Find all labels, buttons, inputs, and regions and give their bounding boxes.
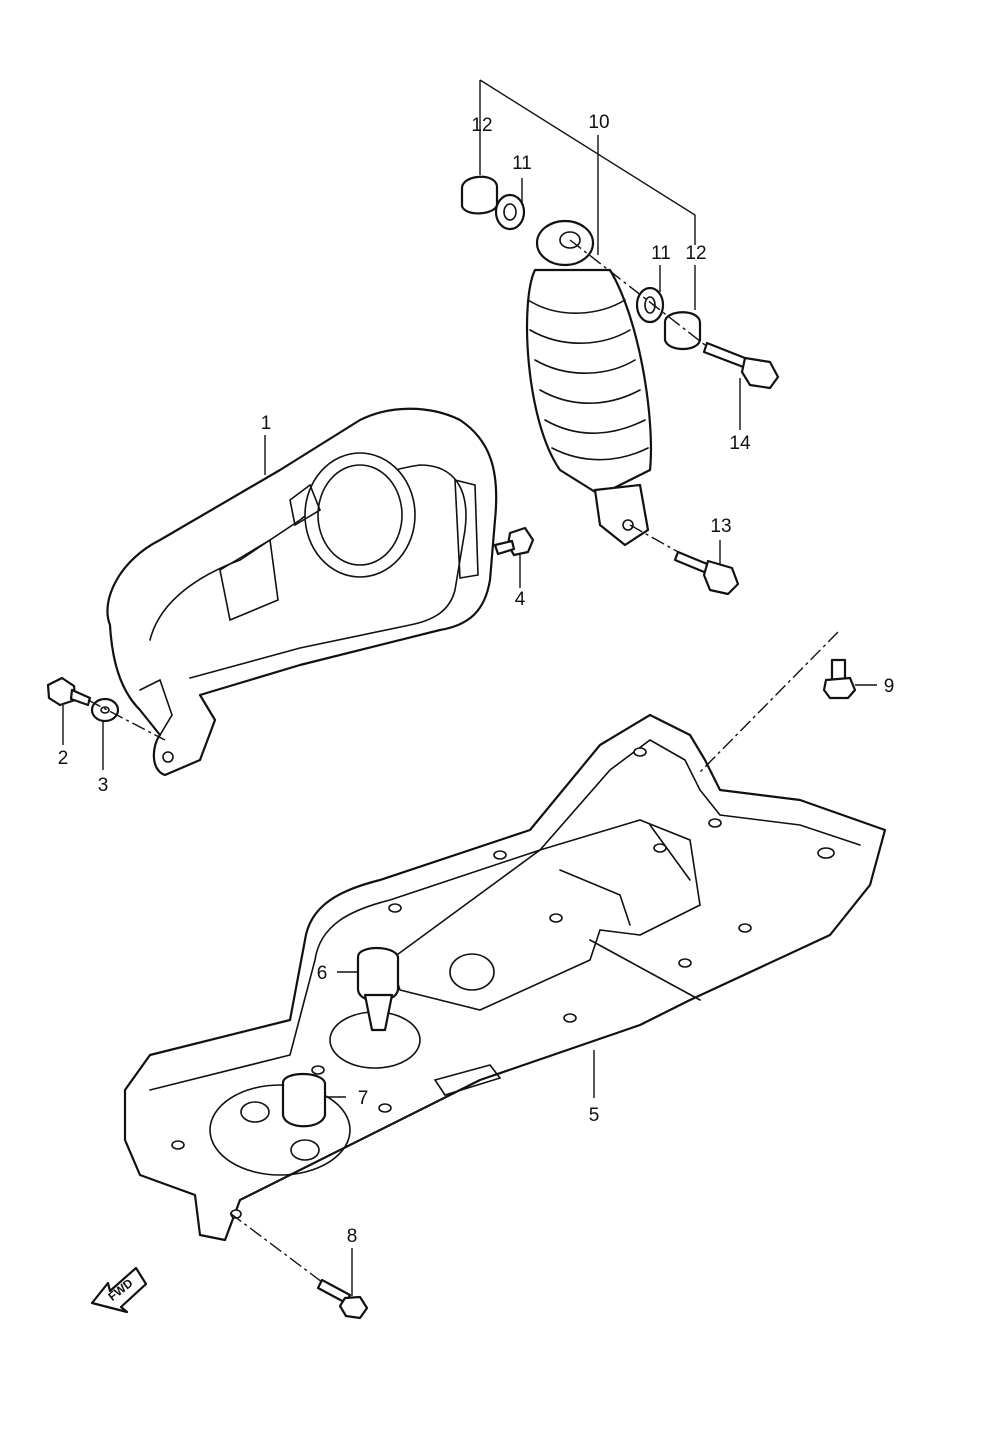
callout-14: 14 — [729, 433, 751, 454]
leader-lines — [62, 79, 877, 1296]
axis-13 — [629, 524, 681, 554]
part-3-washer — [90, 697, 120, 723]
callout-8: 8 — [347, 1226, 358, 1247]
axis-5-9 — [699, 631, 839, 773]
callout-13: 13 — [710, 516, 731, 537]
callout-3: 3 — [98, 775, 109, 796]
callout-12a: 12 — [471, 115, 492, 136]
callout-1: 1 — [261, 413, 272, 434]
axis-1-2-3 — [87, 699, 166, 741]
callout-4: 4 — [515, 589, 526, 610]
part-6-bumper — [356, 946, 400, 1032]
part-13-bolt — [673, 550, 740, 596]
part-10-shock-absorber — [525, 219, 653, 547]
part-9-bolt — [822, 658, 857, 700]
callout-11b: 11 — [651, 243, 671, 264]
callout-12b: 12 — [685, 243, 706, 264]
part-2-bolt — [46, 676, 92, 707]
callout-7: 7 — [358, 1088, 369, 1109]
callout-9: 9 — [884, 676, 895, 697]
part-8-bolt — [316, 1278, 369, 1320]
callout-6: 6 — [317, 963, 328, 984]
part-5-skid-plate — [123, 713, 887, 1242]
part-11-washer-lower — [635, 286, 665, 324]
forward-arrow-icon: FWD — [90, 1266, 148, 1314]
part-12-bushing-upper — [460, 175, 499, 215]
axis-8 — [229, 1212, 323, 1283]
part-14-bolt — [702, 341, 780, 390]
callout-11a: 11 — [512, 153, 532, 174]
axis-14 — [569, 239, 706, 346]
callout-labels: 1 2 3 4 5 6 7 8 9 10 11 11 12 12 13 14 — [58, 112, 895, 1247]
callout-10: 10 — [588, 112, 609, 133]
part-11-washer-upper — [494, 193, 526, 231]
part-7-bumper — [281, 1072, 327, 1128]
part-4-bolt — [493, 526, 535, 557]
callout-2: 2 — [58, 748, 69, 769]
part-1-cover — [106, 407, 498, 777]
callout-5: 5 — [589, 1105, 600, 1126]
